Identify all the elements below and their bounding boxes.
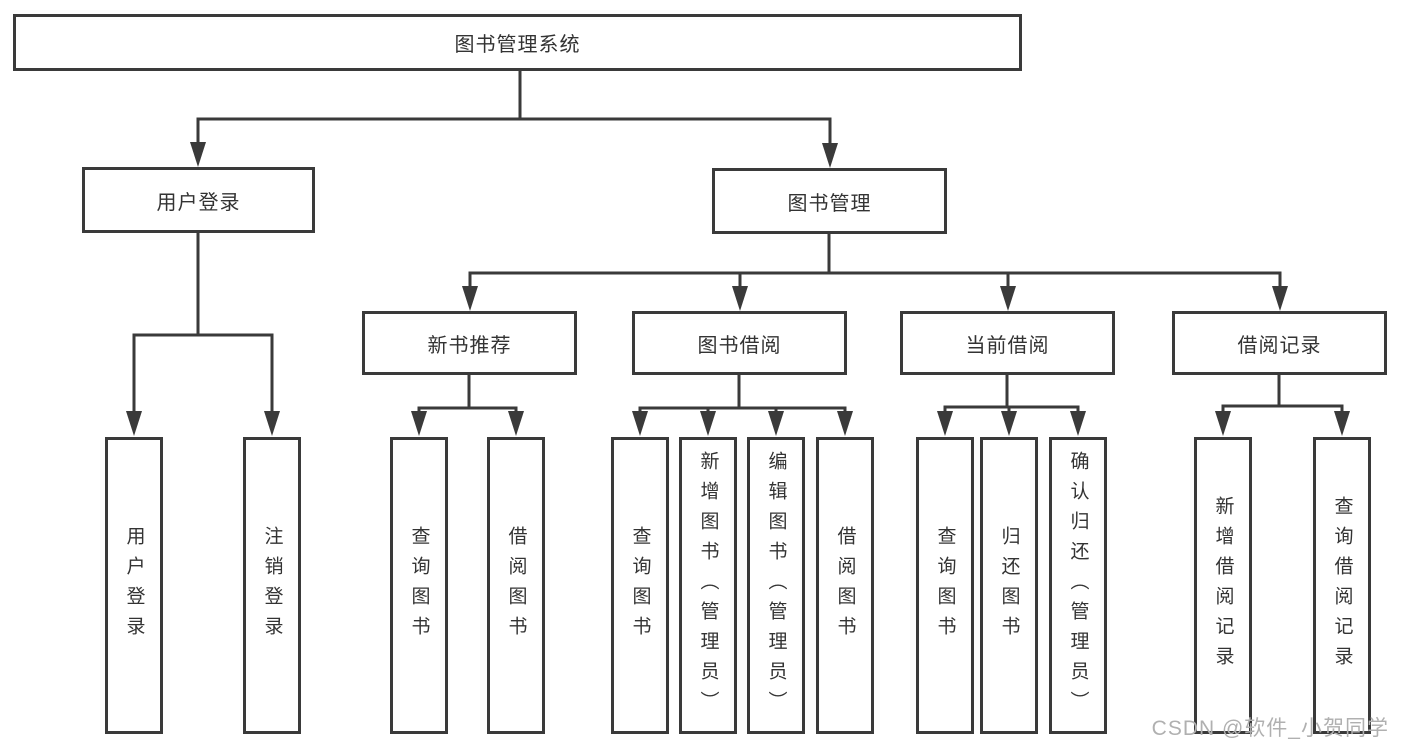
leaf-query-books-recommend-label: 查询图书	[408, 525, 430, 646]
arrowhead-icon	[1272, 286, 1288, 311]
leaf-add-book-admin: 新增图书（管理员）	[679, 437, 737, 734]
arrowhead-icon	[732, 286, 748, 311]
arrowhead-icon	[632, 411, 648, 436]
leaf-return-books: 归还图书	[980, 437, 1038, 734]
arrowhead-icon	[411, 411, 427, 436]
leaf-borrow-books-recommend: 借阅图书	[487, 437, 545, 734]
leaf-borrow-books-recommend-label: 借阅图书	[505, 525, 527, 646]
leaf-logout-label: 注销登录	[261, 525, 283, 646]
node-root: 图书管理系统	[13, 14, 1022, 71]
leaf-confirm-return-admin-label: 确认归还（管理员）	[1067, 450, 1089, 721]
node-user-login-label: 用户登录	[156, 191, 241, 214]
node-book-borrow: 图书借阅	[632, 311, 847, 375]
connector-user-login-to-leaves	[132, 233, 274, 413]
connector-current-borrow-group	[943, 375, 1080, 414]
arrowhead-icon	[1334, 411, 1350, 436]
node-borrow-records-label: 借阅记录	[1237, 334, 1322, 357]
arrowhead-icon	[264, 411, 280, 436]
arrowhead-icon	[1070, 411, 1086, 436]
leaf-query-books-current-label: 查询图书	[934, 525, 956, 646]
arrowhead-icon	[190, 142, 206, 167]
leaf-user-login-label: 用户登录	[123, 525, 145, 646]
arrowhead-icon	[126, 411, 142, 436]
node-user-login: 用户登录	[82, 167, 315, 233]
leaf-return-books-label: 归还图书	[998, 525, 1020, 646]
leaf-query-books-borrow: 查询图书	[611, 437, 669, 734]
leaf-edit-book-admin-label: 编辑图书（管理员）	[765, 450, 787, 721]
leaf-user-login: 用户登录	[105, 437, 163, 734]
node-root-label: 图书管理系统	[454, 34, 581, 56]
node-new-book-recommend-label: 新书推荐	[427, 334, 512, 357]
node-borrow-records: 借阅记录	[1172, 311, 1387, 375]
arrowhead-icon	[462, 286, 478, 311]
leaf-add-book-admin-label: 新增图书（管理员）	[697, 450, 719, 721]
node-book-management-label: 图书管理	[787, 192, 872, 215]
leaf-confirm-return-admin: 确认归还（管理员）	[1049, 437, 1107, 734]
leaf-query-books-current: 查询图书	[916, 437, 974, 734]
leaf-add-borrow-record-label: 新增借阅记录	[1212, 495, 1234, 676]
leaf-query-borrow-record-label: 查询借阅记录	[1331, 495, 1353, 676]
arrowhead-icon	[822, 143, 838, 168]
leaf-borrow-books-label: 借阅图书	[834, 525, 856, 646]
leaf-add-borrow-record: 新增借阅记录	[1194, 437, 1252, 734]
arrowhead-icon	[1001, 411, 1017, 436]
connector-book-borrow-group	[638, 375, 847, 414]
leaf-logout: 注销登录	[243, 437, 301, 734]
node-new-book-recommend: 新书推荐	[362, 311, 577, 375]
csdn-watermark: CSDN @软件_小贺同学	[1151, 717, 1389, 740]
arrowhead-icon	[508, 411, 524, 436]
leaf-query-borrow-record: 查询借阅记录	[1313, 437, 1371, 734]
node-current-borrow: 当前借阅	[900, 311, 1115, 375]
connector-book-mgmt-to-level3	[468, 234, 1282, 289]
node-current-borrow-label: 当前借阅	[965, 334, 1050, 357]
leaf-query-books-recommend: 查询图书	[390, 437, 448, 734]
node-book-borrow-label: 图书借阅	[697, 334, 782, 357]
arrowhead-icon	[937, 411, 953, 436]
node-book-management: 图书管理	[712, 168, 947, 234]
arrowhead-icon	[837, 411, 853, 436]
arrowhead-icon	[1000, 286, 1016, 311]
arrowhead-icon	[1215, 411, 1231, 436]
arrowhead-icon	[700, 411, 716, 436]
connector-new-book-group	[417, 375, 518, 414]
connector-borrow-records-group	[1221, 375, 1344, 414]
leaf-query-books-borrow-label: 查询图书	[629, 525, 651, 646]
arrowhead-icon	[768, 411, 784, 436]
connector-root-to-level2	[196, 70, 832, 147]
leaf-edit-book-admin: 编辑图书（管理员）	[747, 437, 805, 734]
leaf-borrow-books: 借阅图书	[816, 437, 874, 734]
